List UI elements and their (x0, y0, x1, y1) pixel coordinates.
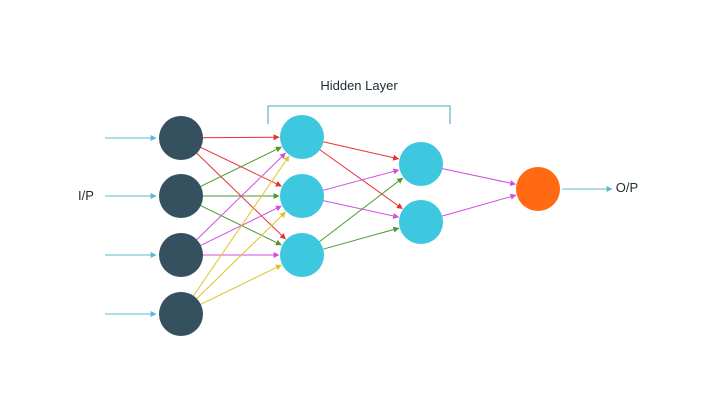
connection-hidden2-1-to-output-1 (440, 167, 517, 187)
connection-hidden1-1-to-hidden2-2 (318, 148, 403, 210)
connection-input-4-to-hidden1-1 (191, 155, 290, 298)
connection-hidden1-2-to-hidden2-2 (321, 199, 400, 219)
connection-input-1-to-hidden1-1 (200, 134, 280, 141)
connection-input-2-to-hidden1-1 (198, 146, 282, 188)
node-input-2 (159, 174, 203, 218)
connections (191, 134, 517, 306)
connection-hidden1-1-to-hidden2-1 (321, 140, 400, 161)
connection-input-1-to-hidden1-2 (198, 146, 282, 187)
hidden-layer-bracket (267, 105, 451, 124)
connection-input-1-to-hidden1-3 (195, 151, 286, 240)
node-output-1 (516, 167, 560, 211)
input-label: I/P (78, 188, 94, 203)
hidden-layer-label: Hidden Layer (320, 78, 398, 93)
node-input-4 (159, 292, 203, 336)
nodes (159, 115, 560, 336)
node-input-1 (159, 116, 203, 160)
io-arrows (105, 135, 613, 317)
connection-input-3-to-hidden1-1 (194, 152, 286, 242)
connection-input-4-to-hidden1-2 (194, 211, 286, 301)
node-hidden2-2 (399, 200, 443, 244)
connection-hidden1-3-to-hidden2-2 (321, 226, 400, 251)
node-hidden1-1 (280, 115, 324, 159)
connection-hidden2-2-to-output-1 (440, 193, 517, 218)
connection-hidden1-2-to-hidden2-1 (321, 168, 400, 192)
connection-input-2-to-hidden1-3 (198, 204, 282, 246)
connection-hidden1-3-to-hidden2-1 (317, 177, 404, 244)
node-input-3 (159, 233, 203, 277)
connection-input-3-to-hidden1-2 (198, 205, 282, 247)
output-label: O/P (616, 180, 638, 195)
node-hidden1-2 (280, 174, 324, 218)
connection-input-4-to-hidden1-3 (198, 264, 282, 306)
node-hidden2-1 (399, 142, 443, 186)
node-hidden1-3 (280, 233, 324, 277)
